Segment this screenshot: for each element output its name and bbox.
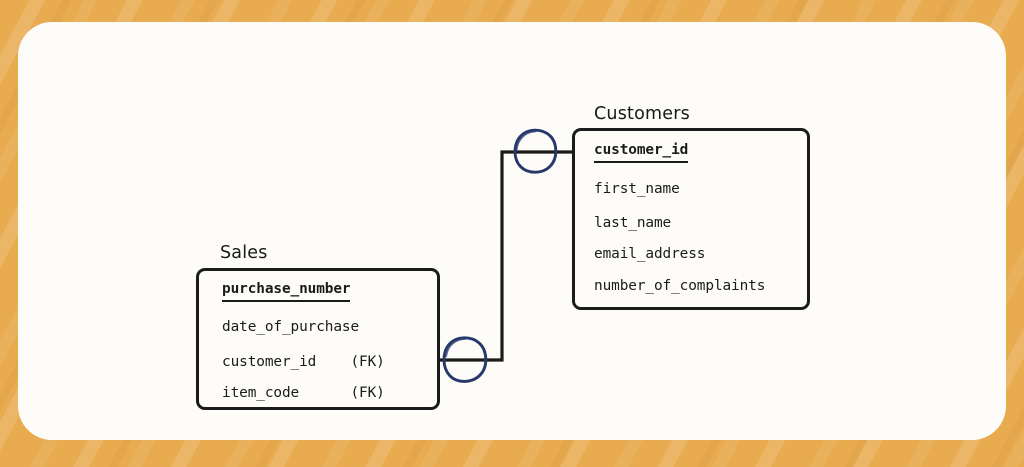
entity-sales-title: Sales xyxy=(220,243,268,263)
entity-sales-box[interactable] xyxy=(196,268,440,410)
entity-customers-field-primary-key: customer_id xyxy=(594,142,688,163)
er-diagram xyxy=(18,22,1006,440)
entity-customers-field-first-name: first_name xyxy=(594,181,680,197)
entity-sales-field-date-of-purchase: date_of_purchase xyxy=(222,319,360,335)
diagram-card xyxy=(18,22,1006,440)
entity-customers-field-last-name: last_name xyxy=(594,215,672,231)
entity-sales-field-customer-id: customer_id (FK) xyxy=(222,354,385,370)
entity-customers-field-email-address: email_address xyxy=(594,246,706,262)
entity-customers-box[interactable] xyxy=(572,128,810,310)
entity-sales-field-item-code: item_code (FK) xyxy=(222,385,385,401)
entity-sales-field-primary-key: purchase_number xyxy=(222,281,351,302)
entity-customers-field-number-of-complaints: number_of_complaints xyxy=(594,278,766,294)
entity-customers-title: Customers xyxy=(594,104,690,124)
